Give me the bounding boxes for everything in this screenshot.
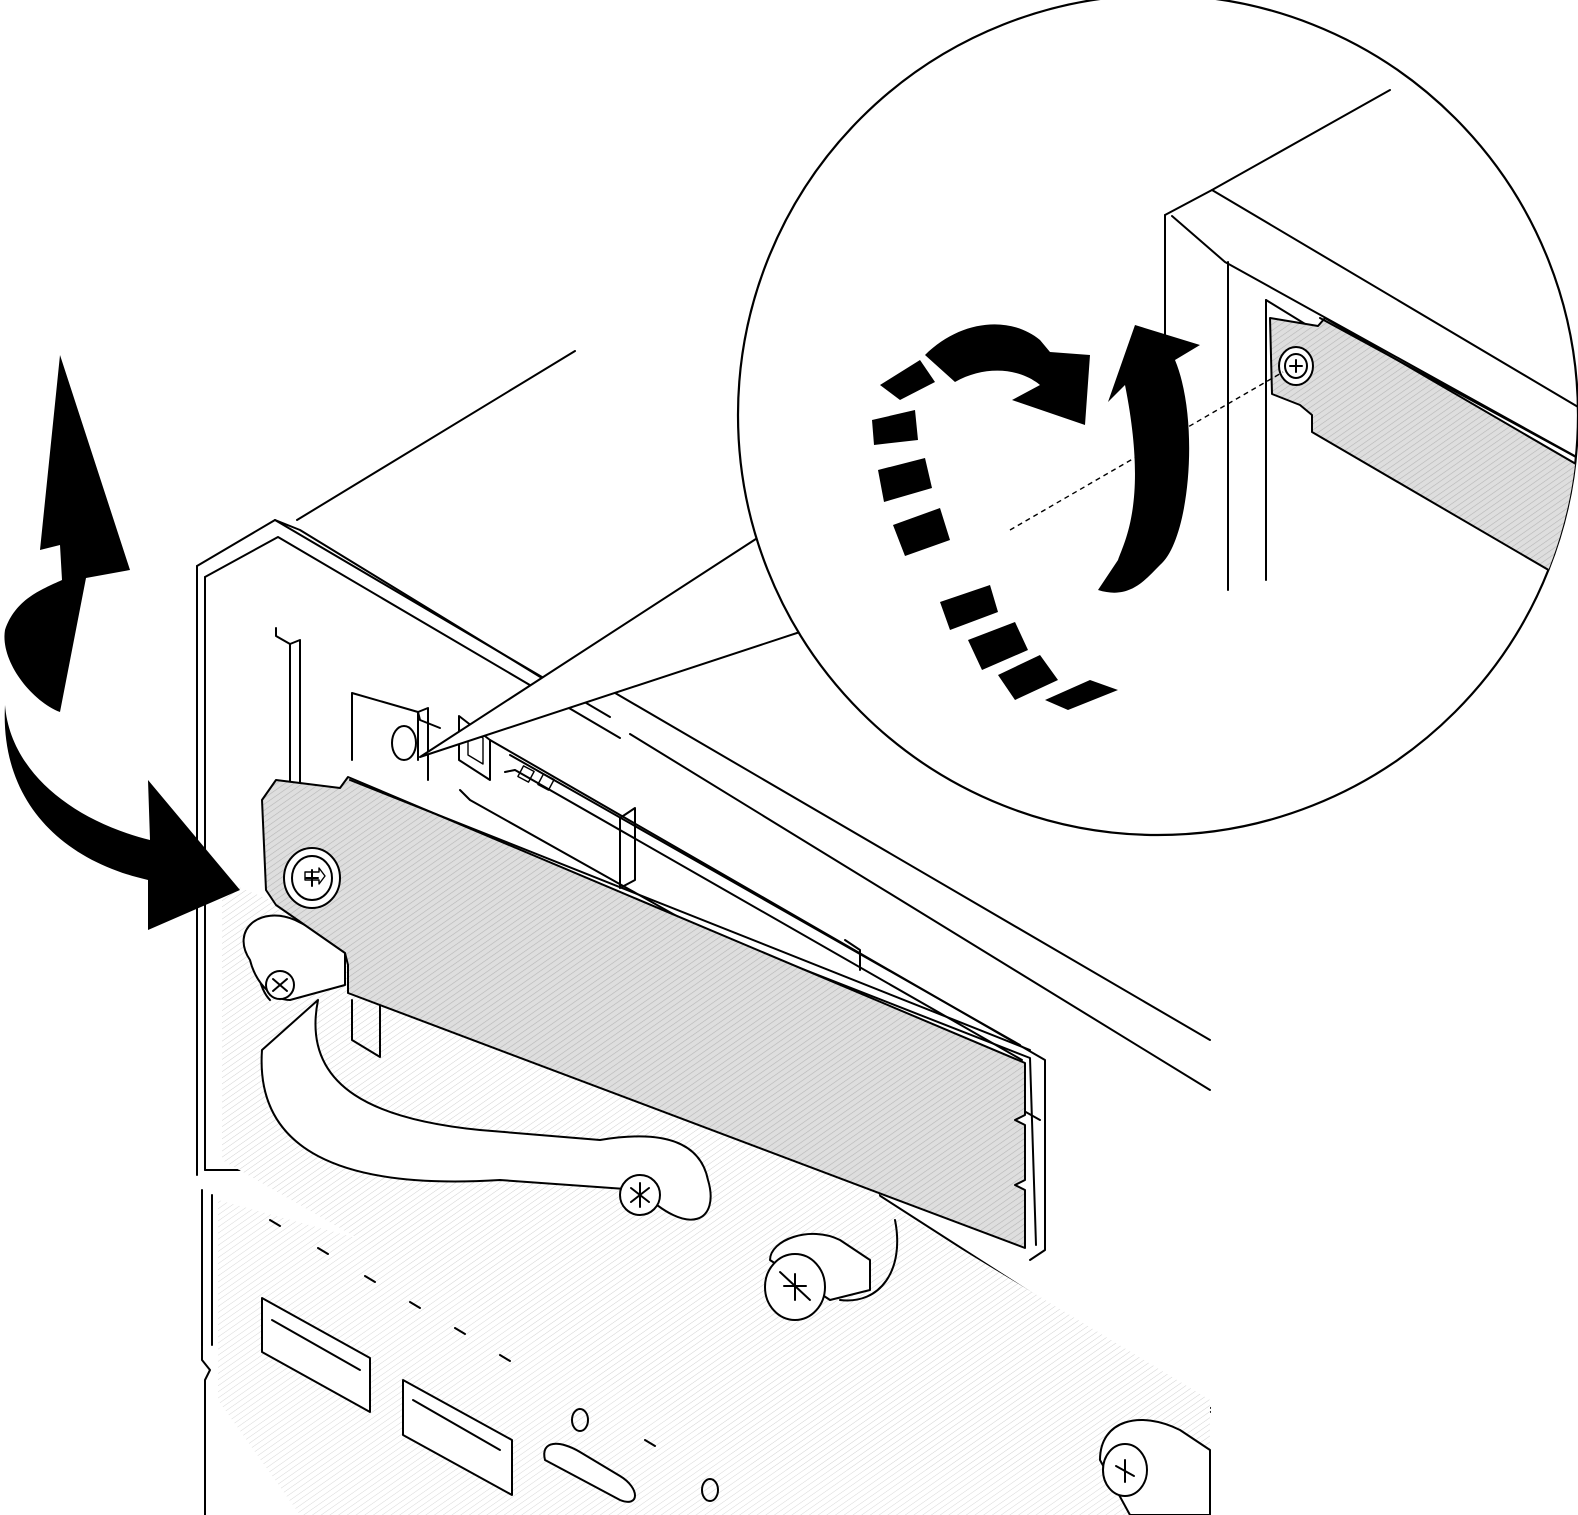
screw-icon: [283, 847, 341, 909]
usb-port-icon: [261, 1297, 371, 1413]
m2-filler-plate: [261, 776, 1037, 1249]
magnified-callout: [737, 0, 1578, 836]
rotate-arrow-icon: [872, 324, 1200, 710]
chassis-handle: [242, 914, 712, 1221]
rear-io-ports: [201, 1189, 1211, 1515]
usb-port-icon: [402, 1379, 513, 1496]
usb-c-port-icon: [543, 1442, 636, 1503]
chassis-thumbscrew: [764, 1219, 899, 1321]
rotate-arrow-icon: [4, 355, 240, 930]
callout-pointer: [419, 534, 801, 758]
screw-icon: [1278, 346, 1314, 386]
